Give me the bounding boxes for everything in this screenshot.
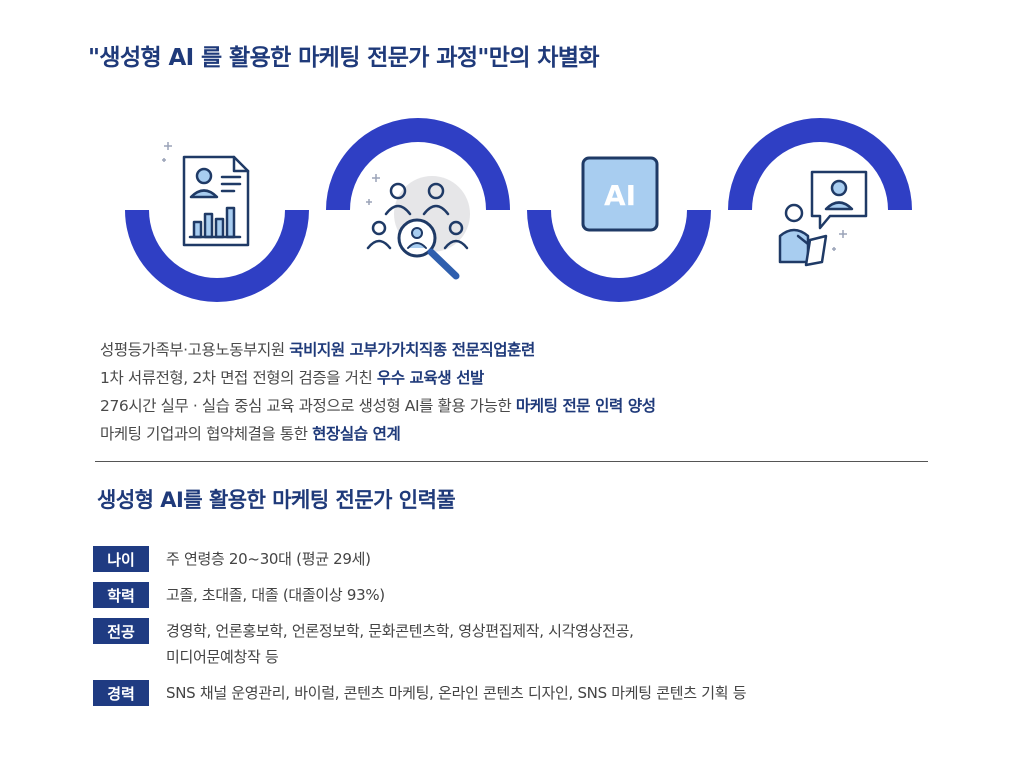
pool-tag: 나이 <box>93 546 149 572</box>
intro-line: 성평등가족부·고용노동부지원 국비지원 고부가가치직종 전문직업훈련 <box>100 341 535 359</box>
section-title: 생성형 AI를 활용한 마케팅 전문가 인력풀 <box>97 488 456 512</box>
intro-line: 1차 서류전형, 2차 면접 전형의 검증을 거친 우수 교육생 선발 <box>100 369 484 387</box>
pool-value: 주 연령층 20~30대 (평균 29세) <box>166 550 371 568</box>
section-divider <box>95 461 928 462</box>
wave-arc-1 <box>125 209 309 302</box>
wave-arc-3 <box>527 209 711 302</box>
intro-list: 성평등가족부·고용노동부지원 국비지원 고부가가치직종 전문직업훈련 1차 서류… <box>100 338 940 450</box>
sparkle-decoration <box>366 174 380 205</box>
wave-arc-2 <box>326 118 510 211</box>
intro-line: 276시간 실무 · 실습 중심 교육 과정으로 생성형 AI를 활용 가능한 … <box>100 397 656 415</box>
intro-line: 마케팅 기업과의 협약체결을 통한 현장실습 연계 <box>100 425 401 443</box>
page-title: "생성형 AI 를 활용한 마케팅 전문가 과정"만의 차별화 <box>88 45 600 71</box>
pool-value: SNS 채널 운영관리, 바이럴, 콘텐츠 마케팅, 온라인 콘텐츠 디자인, … <box>166 684 747 702</box>
pool-tag: 경력 <box>93 680 149 706</box>
talent-pool-list: 나이 주 연령층 20~30대 (평균 29세) 학력 고졸, 초대졸, 대졸 … <box>93 546 953 716</box>
pool-tag: 전공 <box>93 618 149 644</box>
feature-wave-graphic: AI <box>125 118 912 302</box>
sparkle-decoration <box>832 230 847 251</box>
pool-row-career: 경력 SNS 채널 운영관리, 바이럴, 콘텐츠 마케팅, 온라인 콘텐츠 디자… <box>93 680 953 706</box>
pool-tag: 학력 <box>93 582 149 608</box>
ai-chip-label: AI <box>604 179 636 212</box>
pool-row-education: 학력 고졸, 초대졸, 대졸 (대졸이상 93%) <box>93 582 953 608</box>
resume-chart-icon <box>182 155 250 247</box>
people-search-icon <box>366 176 470 280</box>
ai-chip-icon: AI <box>581 156 659 232</box>
presenter-icon <box>778 170 868 267</box>
sparkle-decoration <box>162 142 172 162</box>
pool-row-age: 나이 주 연령층 20~30대 (평균 29세) <box>93 546 953 572</box>
pool-value: 경영학, 언론홍보학, 언론정보학, 문화콘텐츠학, 영상편집제작, 시각영상전… <box>166 622 634 666</box>
wave-arc-4 <box>728 118 912 211</box>
pool-value: 고졸, 초대졸, 대졸 (대졸이상 93%) <box>166 586 385 604</box>
pool-row-major: 전공 경영학, 언론홍보학, 언론정보학, 문화콘텐츠학, 영상편집제작, 시각… <box>93 618 953 670</box>
